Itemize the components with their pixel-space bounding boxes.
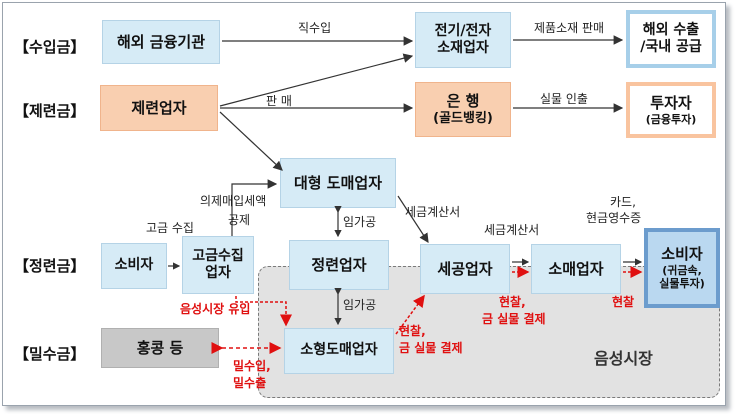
processor-text: 세공업자 (437, 259, 493, 278)
refiner-box: 정련업자 (289, 240, 389, 290)
underground-market-label: 음성시장 (594, 349, 653, 368)
end-consumer-box: 소비자 (귀금속, 실물투자) (644, 228, 720, 308)
label-card-1: 카드, (610, 195, 636, 209)
bank-line2: (골드뱅킹) (433, 110, 493, 126)
label-smuggle-1: 밀수입, (233, 359, 271, 373)
label-tax-invoice-1: 세금계산서 (405, 205, 461, 219)
refiner-text: 정련업자 (311, 255, 367, 274)
label-cash-2b: 금 실물 결제 (399, 341, 463, 355)
bank-line1: 은 행 (446, 92, 480, 110)
retailer-text: 소매업자 (548, 259, 604, 278)
export-line1: 해외 수출 (642, 21, 700, 38)
small-wholesaler-box: 소형도매업자 (284, 328, 394, 374)
overseas-finance-box: 해외 금융기관 (102, 20, 220, 64)
arrow-collector-wholesaler (231, 179, 278, 236)
label-product-sale: 제품소재 판매 (534, 21, 605, 35)
end-consumer-line1: 소비자 (661, 244, 703, 263)
investor-line1: 투자자 (650, 93, 692, 112)
gold-collector-box: 고금수집 업자 (182, 236, 254, 294)
label-physical-withdrawal: 실물 인출 (540, 92, 588, 106)
label-toll-processing-2: 임가공 (343, 298, 377, 312)
label-cash-1a: 현찰, (499, 295, 526, 309)
investor-line2: (금융투자) (645, 112, 697, 126)
label-direct-import: 직수입 (298, 21, 332, 35)
end-consumer-line2: (귀금속, (662, 263, 702, 277)
export-box: 해외 수출 /국내 공급 (626, 10, 716, 68)
label-deemed-purchase-1: 의제매입세액 (200, 194, 267, 208)
overseas-finance-text: 해외 금융기관 (116, 32, 206, 51)
electronics-line1: 전기/전자 (434, 22, 492, 39)
bank-box: 은 행 (골드뱅킹) (415, 82, 511, 137)
label-deemed-purchase-2: 공제 (228, 213, 251, 227)
large-wholesaler-text: 대형 도매업자 (293, 173, 383, 192)
collector-line1: 고금수집 (192, 247, 244, 264)
row-label-import: 【수입금】 (14, 38, 86, 56)
consumer-text: 소비자 (114, 257, 154, 274)
small-wholesaler-text: 소형도매업자 (300, 342, 378, 359)
processor-box: 세공업자 (420, 244, 510, 294)
row-label-processed: 【정련금】 (14, 257, 86, 275)
smelter-text: 제련업자 (131, 98, 187, 117)
collector-line2: 업자 (205, 265, 231, 281)
label-cash-3: 현찰 (612, 295, 635, 309)
retailer-box: 소매업자 (531, 244, 621, 294)
smelter-box: 제련업자 (100, 85, 218, 131)
hongkong-box: 홍콩 등 (101, 328, 219, 368)
row-label-smuggled: 【밀수금】 (14, 345, 86, 363)
end-consumer-line3: 실물투자) (659, 277, 705, 291)
electronics-box: 전기/전자 소재업자 (415, 12, 511, 68)
label-toll-processing-1: 임가공 (343, 215, 377, 229)
label-card-2: 현금영수증 (586, 211, 642, 225)
investor-box: 투자자 (금융투자) (626, 82, 716, 138)
arrow-cash-wholesaler-processor (395, 294, 425, 335)
electronics-line2: 소재업자 (437, 40, 489, 56)
row-label-refined: 【제련금】 (14, 102, 86, 120)
label-gold-collection: 고금 수집 (146, 221, 194, 235)
arrow-smelter-electronics (219, 53, 414, 107)
hongkong-text: 홍콩 등 (136, 338, 184, 357)
arrow-smelter-wholesaler (219, 111, 283, 171)
label-cash-1b: 금 실물 결제 (482, 312, 546, 326)
label-tax-invoice-2: 세금계산서 (484, 223, 540, 237)
label-smuggle-2: 밀수출 (233, 376, 267, 390)
label-underground-inflow: 음성시장 유입 (180, 302, 251, 316)
label-sale: 판 매 (266, 94, 292, 108)
large-wholesaler-box: 대형 도매업자 (280, 158, 396, 208)
label-cash-2a: 현찰, (399, 324, 426, 338)
export-line2: /국내 공급 (640, 39, 702, 55)
consumer-box: 소비자 (101, 243, 167, 289)
arrow-tax-invoice-1 (397, 195, 429, 244)
arrow-underground-inflow (235, 296, 292, 327)
